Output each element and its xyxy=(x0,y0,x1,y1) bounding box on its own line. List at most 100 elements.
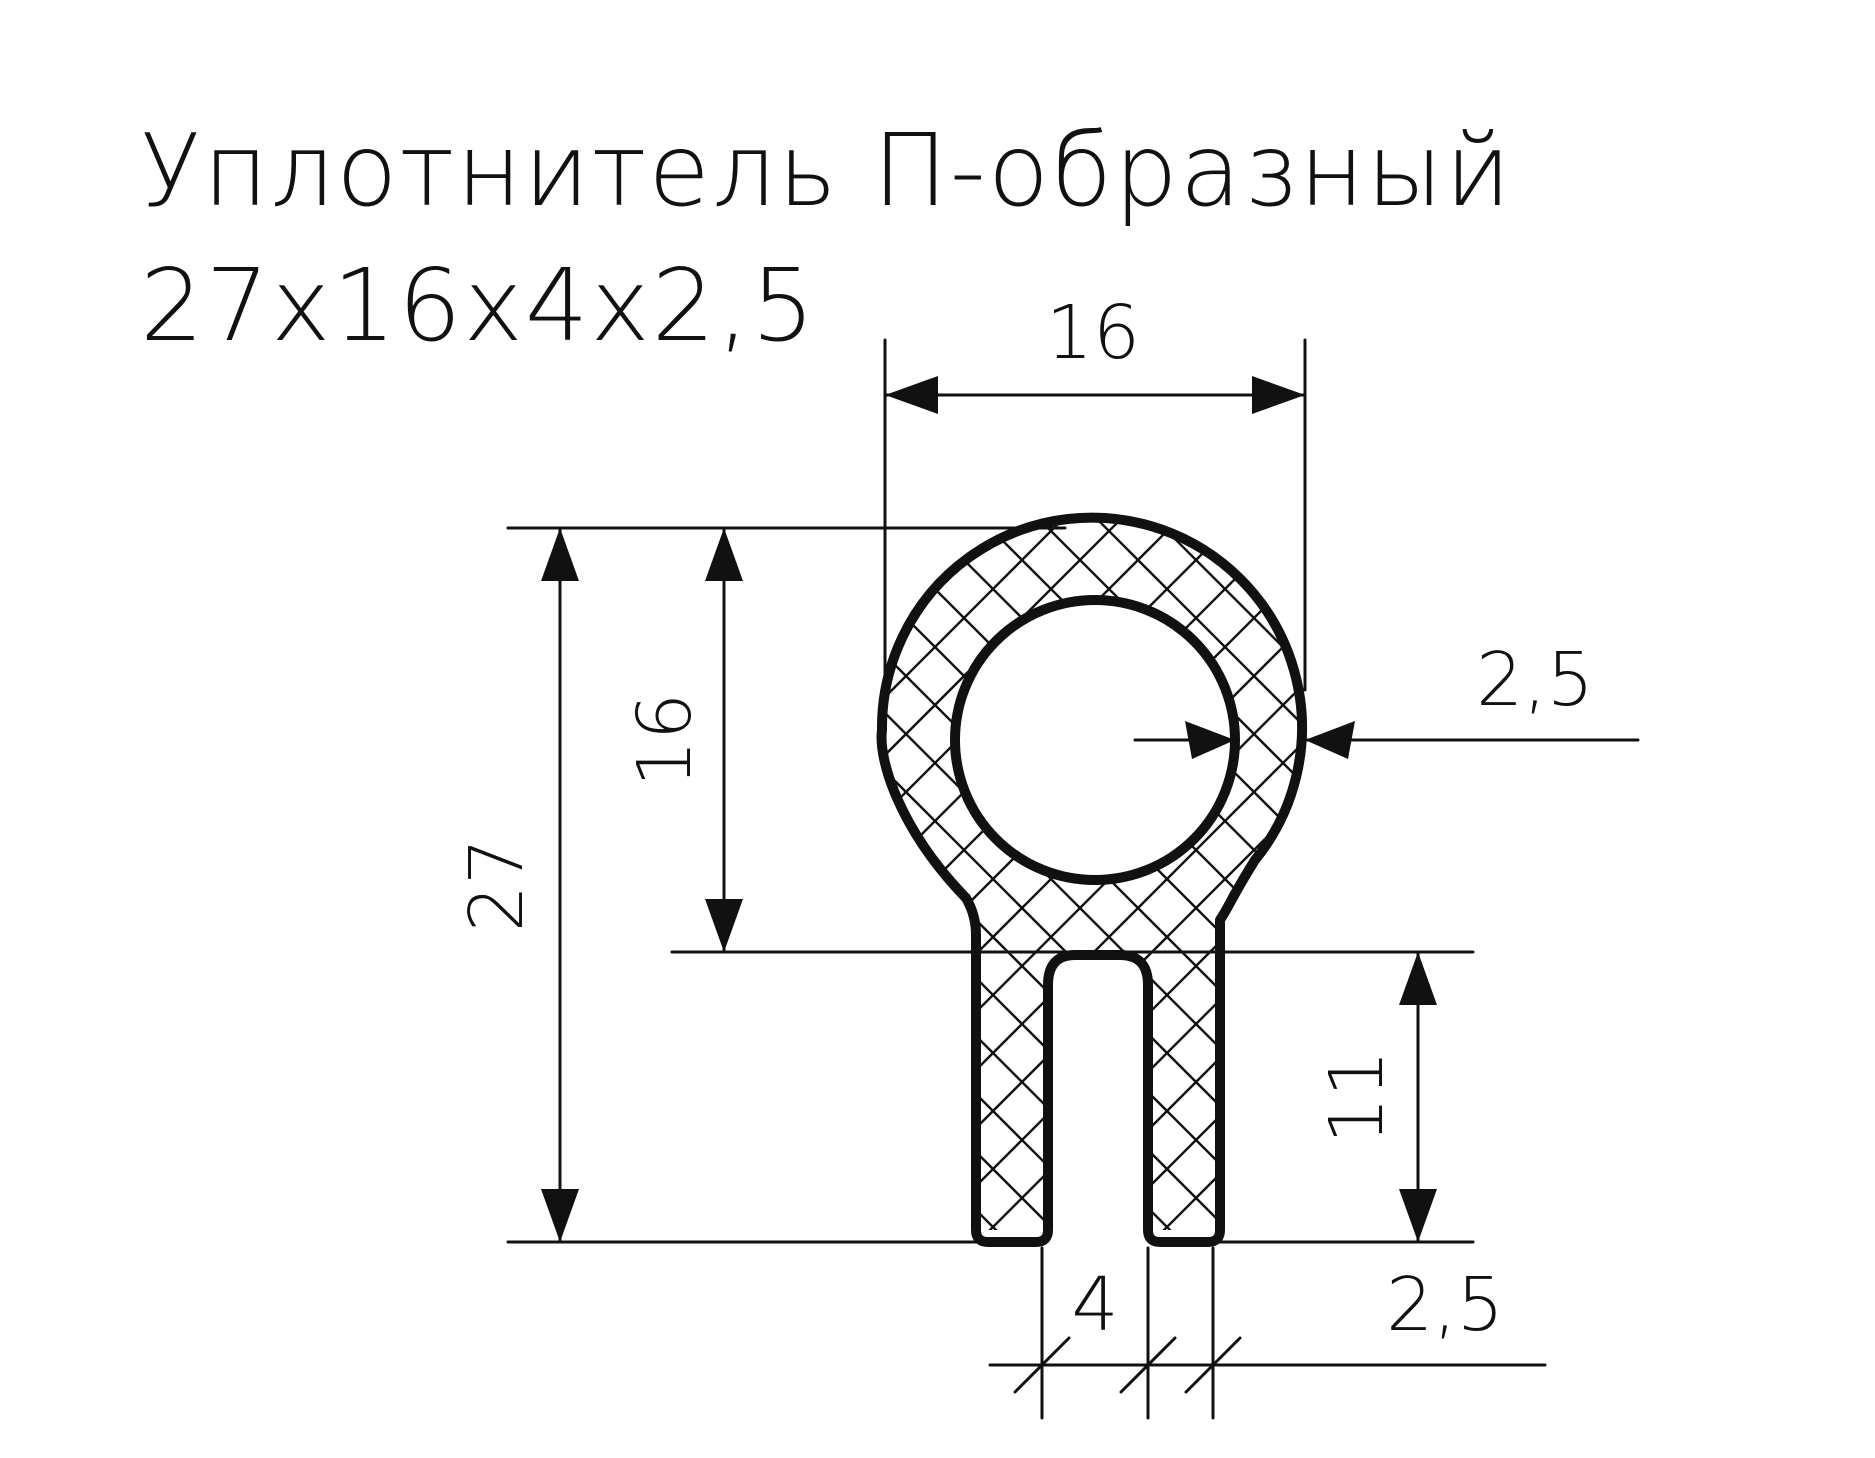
title-line-1: Уплотнитель П-образный xyxy=(140,112,1513,229)
label-total-height: 27 xyxy=(454,838,540,932)
hatch-line xyxy=(1848,400,1875,1300)
hatch-line xyxy=(881,517,1302,1230)
arrow-bulb-top xyxy=(705,528,743,581)
label-bulb-wall: 2,5 xyxy=(1476,637,1594,723)
hatch-line xyxy=(881,517,893,1230)
hatch-line xyxy=(1558,400,1875,1300)
label-outer-width: 16 xyxy=(1046,290,1140,376)
label-leg-height: 11 xyxy=(1314,1050,1400,1144)
label-slot-width: 4 xyxy=(1071,1262,1118,1348)
hatch-line xyxy=(1442,400,1875,1300)
hatch-line xyxy=(0,400,138,1300)
hatch-line xyxy=(0,400,718,1300)
hatch-line xyxy=(0,400,312,1300)
hatch-line xyxy=(1384,400,1875,1300)
hatch-line xyxy=(977,517,1302,1230)
hatch-line xyxy=(881,517,1299,1230)
hatch-line xyxy=(0,400,834,1300)
hatch-line xyxy=(1326,400,1875,1300)
dimension-labels: 16 16 27 11 2,5 2,5 4 xyxy=(454,290,1594,1348)
hatch-line xyxy=(1500,400,1875,1300)
hatch-line xyxy=(1790,400,1875,1300)
hatch-line xyxy=(1790,400,1875,1300)
tick-slot-right xyxy=(1119,1336,1177,1394)
hatch-line xyxy=(0,400,196,1300)
arrow-bulb-bottom xyxy=(705,899,743,952)
hatch-line xyxy=(881,517,1302,1230)
hatch-line xyxy=(919,517,1302,1230)
hatch-line xyxy=(1500,400,1875,1300)
hatch-line xyxy=(0,400,718,1300)
hatch-line xyxy=(0,400,428,1300)
hatch-line xyxy=(881,517,1183,1230)
hatch-line xyxy=(0,400,138,1300)
hatch-line xyxy=(1674,400,1875,1300)
hatch-lines xyxy=(0,400,1875,1300)
arrow-bulb-wall-in xyxy=(1185,721,1235,759)
hatch-line xyxy=(1093,517,1302,1230)
hatch-line xyxy=(0,400,428,1300)
hatch-line xyxy=(0,400,80,1300)
hatch-line xyxy=(881,517,1241,1230)
hatch-line xyxy=(0,400,80,1300)
hatch-line xyxy=(0,400,834,1300)
arrow-width-right xyxy=(1252,376,1305,414)
dimension-lines xyxy=(506,338,1640,1420)
hatch-line xyxy=(881,517,1302,1230)
hatch-line xyxy=(1732,400,1875,1300)
hatch-line xyxy=(881,517,1302,1230)
hatch-line xyxy=(1732,400,1875,1300)
hatch-line xyxy=(881,517,1302,1230)
hatch-line xyxy=(0,400,312,1300)
hatch-line xyxy=(1093,517,1302,1230)
hatch-line xyxy=(0,400,22,1300)
hatch-line xyxy=(1616,400,1875,1300)
hatch-line xyxy=(1616,400,1875,1300)
hatch-line xyxy=(881,517,893,1230)
hatch-line xyxy=(0,400,22,1300)
tick-slot-left xyxy=(1013,1336,1071,1394)
arrow-total-bottom xyxy=(541,1189,579,1242)
hatch-line xyxy=(881,517,1302,1230)
hatch-line xyxy=(881,517,1302,1230)
hatch-line xyxy=(0,400,196,1300)
arrow-leg-top xyxy=(1399,952,1437,1005)
hatch-line xyxy=(0,400,486,1300)
label-leg-wall: 2,5 xyxy=(1386,1262,1504,1348)
hatch-line xyxy=(1848,400,1875,1300)
bulb-outer-contour xyxy=(876,512,1307,1247)
hatch-line xyxy=(1558,400,1875,1300)
seal-profile xyxy=(876,512,1307,1247)
hatch-line xyxy=(0,400,370,1300)
hatch-line xyxy=(1674,400,1875,1300)
hatch-line xyxy=(1209,517,1302,1230)
hatch-line xyxy=(1267,517,1302,1230)
arrow-leg-bottom xyxy=(1399,1189,1437,1242)
hatch-line xyxy=(0,400,254,1300)
hatch-line xyxy=(881,517,1302,1230)
hatch-line xyxy=(881,517,1302,1230)
hatch-line xyxy=(1267,517,1302,1230)
hatch-line xyxy=(0,400,776,1300)
hatch-line xyxy=(1035,517,1302,1230)
hatch-line xyxy=(0,400,254,1300)
hatch-line xyxy=(881,517,1302,1230)
arrow-total-top xyxy=(541,528,579,581)
title-line-2: 27x16x4x2,5 xyxy=(140,247,817,364)
hatch-line xyxy=(881,517,1299,1230)
tick-leg-right xyxy=(1184,1336,1242,1394)
hatch-line xyxy=(0,400,776,1300)
hatch-line xyxy=(1035,517,1302,1230)
hatch-line xyxy=(1384,400,1875,1300)
hatch-line xyxy=(0,400,486,1300)
hatch-line xyxy=(881,517,1183,1230)
hatch-line xyxy=(1209,517,1302,1230)
hatch-line xyxy=(881,517,1125,1230)
arrow-bulb-wall-out xyxy=(1305,721,1355,759)
hatch-line xyxy=(881,517,1302,1230)
arrow-width-left xyxy=(885,376,938,414)
hatch-line xyxy=(1442,400,1875,1300)
hatch-line xyxy=(1326,400,1875,1300)
label-bulb-height: 16 xyxy=(622,693,708,787)
